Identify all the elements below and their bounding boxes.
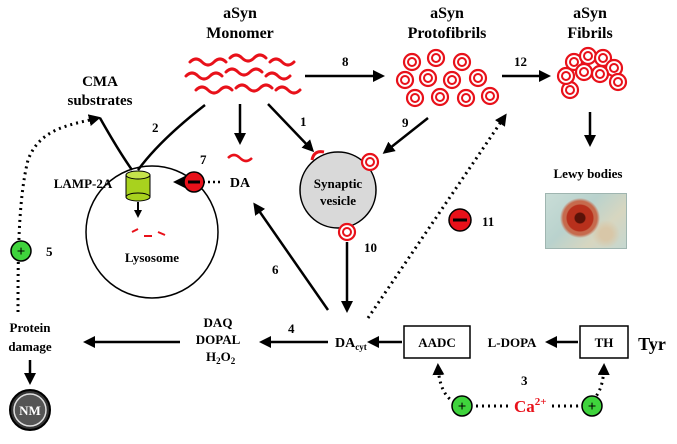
aadc-label: AADC xyxy=(418,335,456,350)
cma-label: CMA xyxy=(82,74,118,90)
label-4: 4 xyxy=(288,321,295,336)
vesicle-asyn-monomer xyxy=(310,150,325,161)
th-box xyxy=(579,325,629,359)
plus-5: + xyxy=(17,244,26,260)
plus-th: + xyxy=(588,399,597,415)
label-12: 12 xyxy=(514,54,527,69)
lamp-2a-receptor xyxy=(125,170,151,202)
monomer-title: aSyn Monomer xyxy=(206,5,274,42)
protofibrils-title: aSyn Protofibrils xyxy=(408,5,487,42)
label-5: 5 xyxy=(46,244,53,259)
degraded-fragments xyxy=(131,228,166,237)
damage-label: damage xyxy=(8,339,52,354)
da-label: DA xyxy=(230,176,251,191)
label-2: 2 xyxy=(152,120,159,135)
monomer-title-text: Monomer xyxy=(206,25,274,42)
arrow-ca-to-aadc xyxy=(432,363,508,408)
monomer-curve-to-lamp xyxy=(136,104,206,171)
fibrils-title-text: Fibrils xyxy=(567,25,612,42)
arrow-1 xyxy=(267,103,315,153)
aadc-box xyxy=(403,325,471,359)
label-3: 3 xyxy=(521,373,528,388)
l-dopa-label: L-DOPA xyxy=(488,335,537,350)
h2o2-label: H2O2 xyxy=(206,349,236,366)
monomer-title-asyn: aSyn xyxy=(223,5,257,22)
minus-11 xyxy=(453,218,467,222)
fibrils-title: aSyn Fibrils xyxy=(567,5,612,42)
activate-aadc-icon xyxy=(451,395,473,417)
fibrils-title-asyn: aSyn xyxy=(573,5,607,22)
da-asyn-squiggle xyxy=(227,153,253,163)
protein-label: Protein xyxy=(10,320,52,335)
tyr-label: Tyr xyxy=(638,334,666,354)
lewy-bodies-label: Lewy bodies xyxy=(554,166,623,181)
protofibrils-title-text: Protofibrils xyxy=(408,25,487,42)
th-label: TH xyxy=(595,335,614,350)
vesicle-protofibril-bottom xyxy=(337,222,357,242)
label-8: 8 xyxy=(342,54,349,69)
label-1: 1 xyxy=(300,114,307,129)
label-9: 9 xyxy=(402,115,409,130)
lewy-body-micrograph xyxy=(545,193,627,249)
synaptic-vesicle xyxy=(299,151,377,229)
label-7: 7 xyxy=(200,152,207,167)
dopal-label: DOPAL xyxy=(196,332,241,347)
label-10: 10 xyxy=(364,240,377,255)
arrow-9 xyxy=(382,117,429,154)
lamp-2a-label: LAMP-2A xyxy=(54,176,113,191)
plus-aadc: + xyxy=(458,399,467,415)
cma-curve-left xyxy=(98,117,134,171)
calcium-label: Ca2+ xyxy=(514,396,547,416)
da-cyt-label: DAcyt xyxy=(335,336,367,352)
nm-label: NM xyxy=(19,403,41,418)
synaptic-label: Synaptic xyxy=(314,176,363,191)
daq-label: DAQ xyxy=(204,315,233,330)
nm-inner xyxy=(13,393,47,427)
lysosome-label: Lysosome xyxy=(125,250,179,265)
protofibrils-title-asyn: aSyn xyxy=(430,5,464,22)
vesicle-protofibril-top xyxy=(360,152,380,172)
activate-th-icon xyxy=(581,395,603,417)
lysosome xyxy=(85,165,219,299)
asyn-protofibrils xyxy=(395,48,500,108)
asyn-fibrils xyxy=(556,46,628,100)
minus-7 xyxy=(188,180,200,184)
vesicle-label: vesicle xyxy=(320,193,356,208)
asyn-monomers xyxy=(184,53,302,95)
activate-5-icon xyxy=(10,240,32,262)
cma-substrates-label: substrates xyxy=(67,93,132,109)
label-11: 11 xyxy=(482,214,494,229)
arrow-5 xyxy=(16,114,101,313)
arrow-6 xyxy=(253,202,330,311)
label-6: 6 xyxy=(272,262,279,277)
